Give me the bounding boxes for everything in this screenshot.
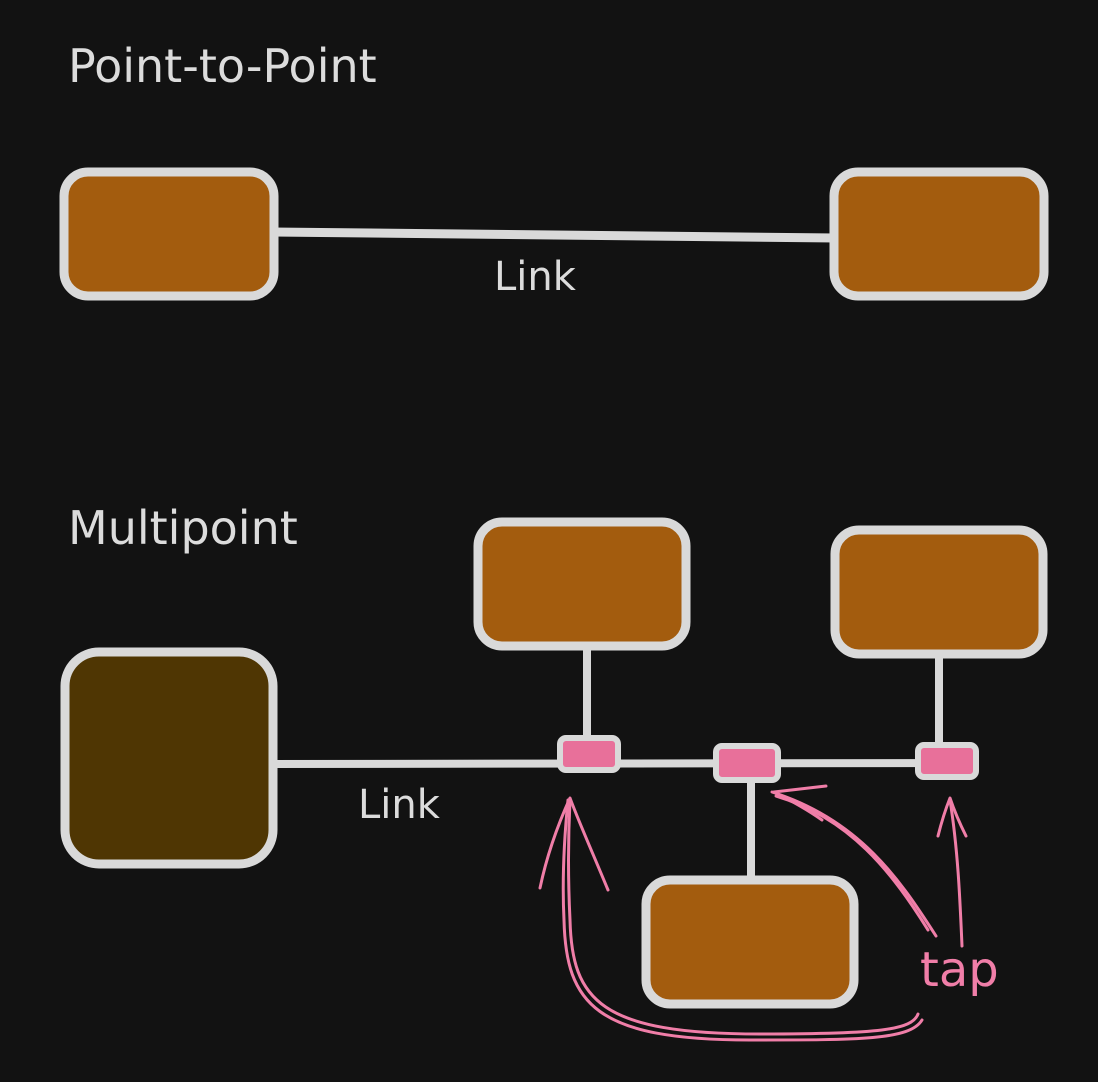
point-to-point-section: Point-to-Point Link: [59, 39, 1049, 301]
multipoint-bus-line: [268, 759, 978, 768]
point-to-point-link-line: [267, 227, 841, 243]
arrow-head-tap-2: [772, 784, 828, 822]
point-to-point-title: Point-to-Point: [68, 39, 377, 93]
arrow-head-tap-3: [936, 796, 968, 838]
node-left: [59, 167, 279, 301]
multipoint-node-bottom: [641, 875, 859, 1009]
tap-annotation-arrows: [538, 784, 968, 1042]
arrow-to-tap-2: [770, 790, 938, 938]
arrow-to-tap-1-stroke-2: [561, 798, 924, 1042]
multipoint-title: Multipoint: [68, 501, 298, 555]
multipoint-link-label: Link: [358, 782, 441, 828]
multipoint-node-top-2: [830, 525, 1048, 659]
point-to-point-link-label: Link: [494, 254, 577, 300]
arrow-to-tap-1: [567, 798, 920, 1036]
tap-3: [915, 742, 979, 780]
tap-1: [557, 735, 621, 773]
arrow-to-tap-3: [948, 798, 964, 948]
arrow-head-tap-1: [538, 796, 610, 892]
multipoint-node-top-1: [473, 517, 691, 651]
multipoint-section: Multipoint Link: [60, 501, 1048, 1042]
multipoint-host-node: [60, 647, 278, 869]
tap-label: tap: [920, 942, 999, 998]
tap-2: [713, 743, 781, 783]
node-right: [829, 167, 1049, 301]
